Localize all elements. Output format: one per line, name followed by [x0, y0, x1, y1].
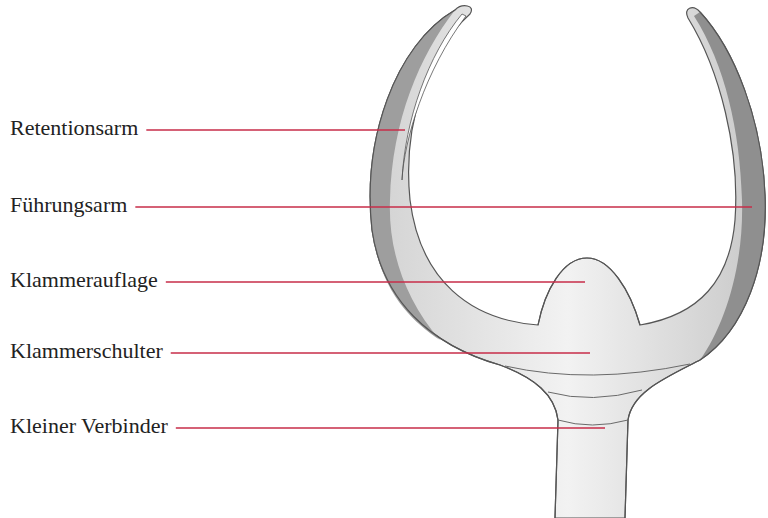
shoulder-line — [505, 364, 690, 375]
clasp-body — [370, 6, 765, 518]
rest-outline — [538, 258, 640, 325]
retention-arm-shade — [370, 10, 455, 340]
leader-line — [171, 352, 590, 354]
part-label: Klammerauflage — [10, 269, 158, 291]
leader-line — [146, 129, 405, 131]
part-label: Führungsarm — [10, 194, 127, 216]
clasp-outline — [370, 10, 765, 518]
neck-line — [558, 420, 628, 425]
part-label: Kleiner Verbinder — [10, 415, 168, 437]
guide-arm-shade — [694, 12, 765, 360]
part-label: Retentionsarm — [10, 117, 138, 139]
shoulder-line — [548, 390, 642, 398]
leader-line — [166, 281, 585, 283]
leader-line — [176, 427, 605, 429]
retention-arm-slit — [402, 14, 466, 180]
part-label: Klammerschulter — [10, 340, 163, 362]
leader-line — [135, 206, 752, 208]
